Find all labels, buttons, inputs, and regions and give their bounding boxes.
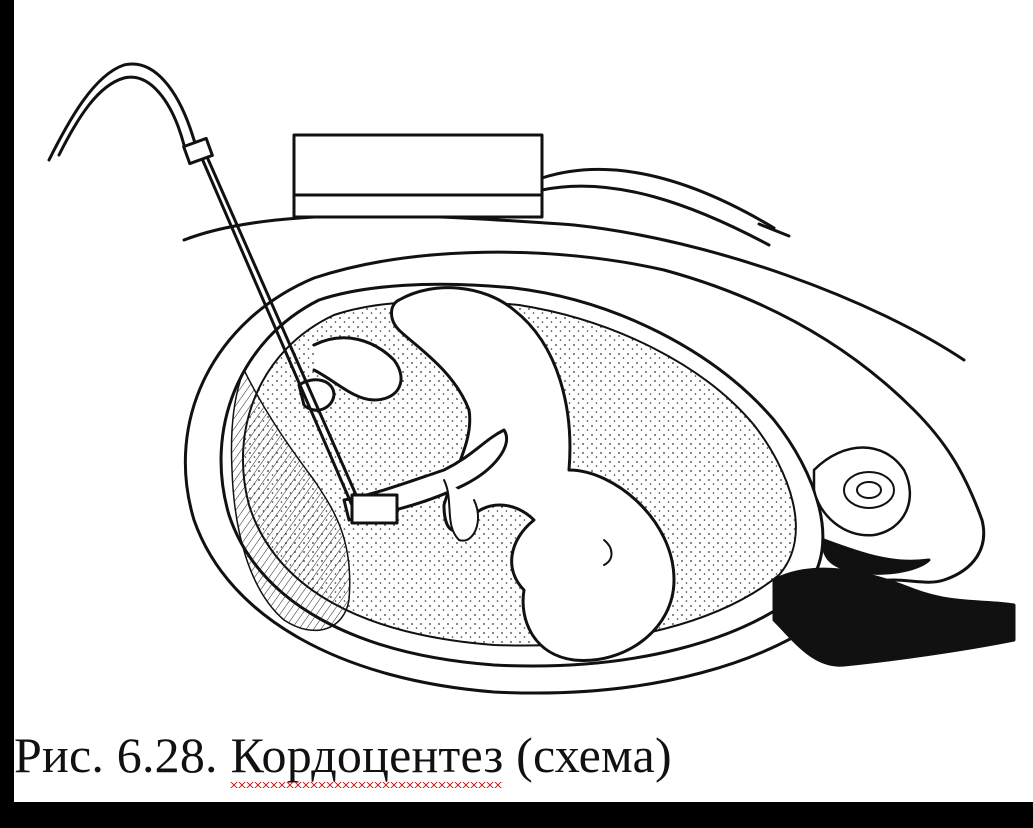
figure-caption: Рис. 6.28. Кордоцентез (схема) (14, 720, 672, 790)
ultrasound-probe (294, 135, 789, 245)
figure-canvas: Рис. 6.28. Кордоцентез (схема) (14, 0, 1033, 802)
cordocentesis-diagram (14, 0, 1033, 720)
caption-term: Кордоцентез (230, 720, 503, 790)
caption-suffix: (схема) (503, 727, 671, 783)
caption-prefix: Рис. 6.28. (14, 727, 230, 783)
bladder-section (844, 472, 894, 508)
